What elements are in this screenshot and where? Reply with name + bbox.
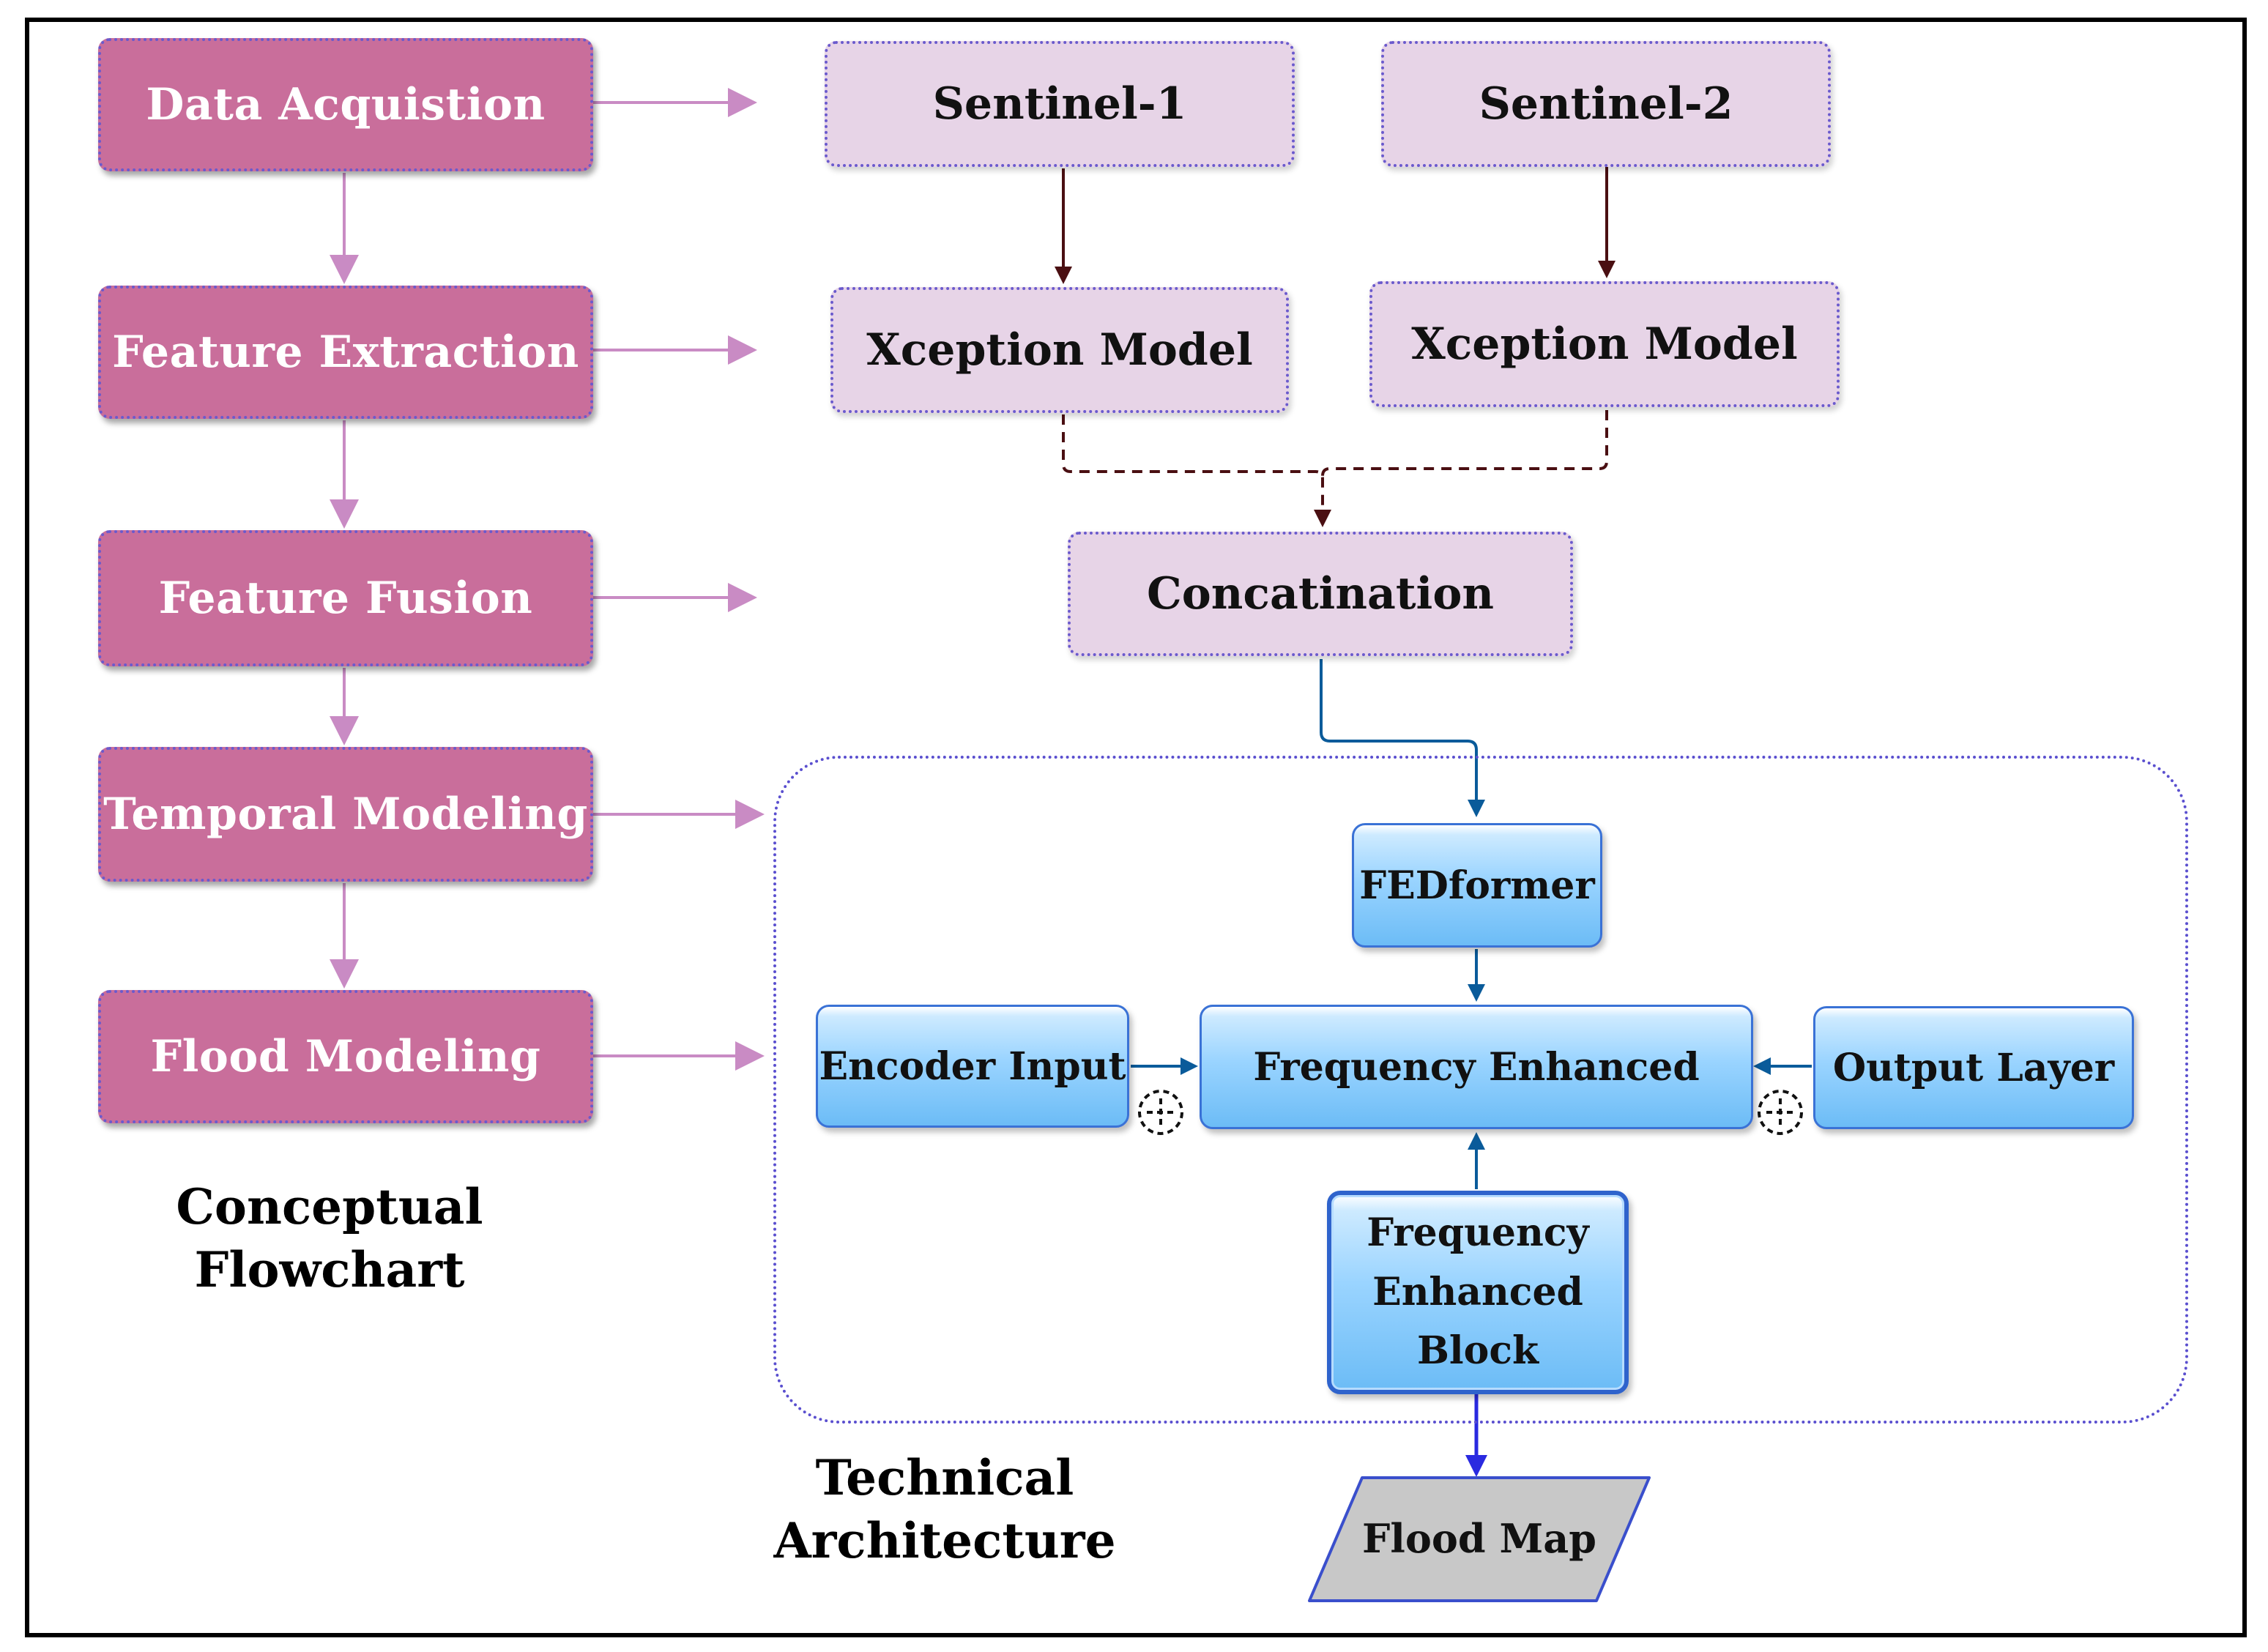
encoder-input-box: Encoder Input xyxy=(816,1005,1129,1128)
step-flood-modeling: Flood Modeling xyxy=(98,990,593,1123)
step-feature-fusion: Feature Fusion xyxy=(98,530,593,666)
caption-line: Architecture xyxy=(773,1511,1116,1569)
step-data-acquisition: Data Acquistion xyxy=(98,38,593,171)
xception-model-1-box: Xception Model xyxy=(830,287,1289,413)
step-temporal-modeling: Temporal Modeling xyxy=(98,747,593,882)
concatination-box: Concatination xyxy=(1068,532,1573,656)
fedformer-box: FEDformer xyxy=(1352,823,1602,948)
step-feature-extraction: Feature Extraction xyxy=(98,286,593,419)
frequency-enhanced-block-box: Frequency Enhanced Block xyxy=(1327,1191,1629,1394)
technical-architecture-container xyxy=(773,756,2188,1424)
caption-line: Flowchart xyxy=(194,1240,465,1298)
sentinel-1-box: Sentinel-1 xyxy=(825,41,1295,167)
flood-map-label: Flood Map xyxy=(1362,1515,1596,1563)
add-circle-icon xyxy=(1758,1090,1803,1135)
caption-line: Conceptual xyxy=(176,1178,483,1235)
caption-line: Technical xyxy=(815,1449,1074,1506)
sentinel-2-box: Sentinel-2 xyxy=(1381,41,1831,167)
technical-architecture-caption: Technical Architecture xyxy=(769,1447,1120,1573)
frequency-enhanced-box: Frequency Enhanced xyxy=(1200,1005,1753,1129)
feb-line: Block xyxy=(1416,1328,1539,1374)
feb-line: Enhanced xyxy=(1372,1269,1583,1314)
flood-map-shape xyxy=(1308,1476,1651,1602)
add-circle-icon xyxy=(1138,1090,1183,1135)
xception-model-2-box: Xception Model xyxy=(1369,281,1840,407)
output-layer-box: Output Layer xyxy=(1813,1006,2134,1129)
conceptual-flowchart-caption: Conceptual Flowchart xyxy=(146,1176,513,1302)
feb-line: Frequency xyxy=(1367,1210,1589,1256)
